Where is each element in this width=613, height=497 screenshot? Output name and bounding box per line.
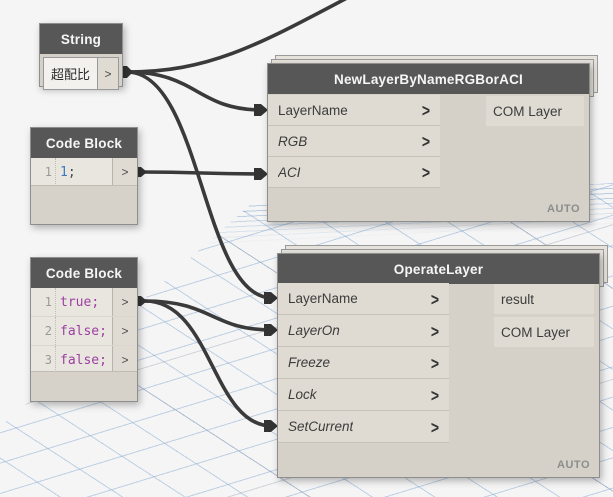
wire-string-to-newlayer-layername[interactable] — [125, 70, 264, 112]
port-nub[interactable] — [264, 420, 278, 432]
code-line[interactable]: 3 false; > — [31, 346, 137, 375]
wire-codeblock2-to-setcurrent[interactable] — [143, 299, 274, 428]
node-title[interactable]: String — [40, 24, 122, 54]
output-port[interactable]: > — [98, 57, 119, 90]
input-port-freeze[interactable]: Freeze > — [278, 347, 449, 379]
node-title[interactable]: NewLayerByNameRGBorACI — [268, 64, 589, 94]
wire-codeblock1-to-aci[interactable] — [139, 170, 264, 176]
output-port-result[interactable]: result — [494, 284, 594, 314]
line-number: 3 — [31, 346, 56, 374]
output-port-com-layer[interactable]: COM Layer — [486, 96, 584, 126]
port-label: result — [501, 291, 535, 307]
input-port-layername[interactable]: LayerName > — [268, 95, 440, 126]
port-label: LayerName — [288, 291, 358, 306]
node-title[interactable]: Code Block — [31, 128, 137, 158]
port-chevron-icon: > — [430, 288, 439, 309]
port-nub[interactable] — [254, 168, 268, 180]
port-label: LayerOn — [288, 323, 340, 338]
code-text[interactable]: true; — [60, 294, 100, 310]
port-chevron-icon: > — [421, 162, 430, 182]
lacing-indicator: AUTO — [557, 459, 590, 471]
wire-string-to-operatelayer-layername[interactable] — [125, 70, 274, 300]
input-port-rgb[interactable]: RGB > — [268, 126, 440, 157]
output-port-com-layer[interactable]: COM Layer — [494, 317, 594, 347]
port-label: Freeze — [288, 355, 331, 370]
port-chevron-icon: > — [430, 384, 439, 405]
code-text[interactable]: false; — [60, 323, 107, 339]
node-code-block-1[interactable]: Code Block 1 1; > — [30, 127, 138, 225]
output-port[interactable]: > — [112, 346, 137, 374]
code-text[interactable]: 1; — [60, 164, 76, 180]
port-label: ACI — [278, 164, 301, 180]
node-string[interactable]: String 超配比 > — [39, 23, 123, 90]
code-line[interactable]: 2 false; > — [31, 317, 137, 346]
line-number: 2 — [31, 317, 56, 345]
port-nub[interactable] — [135, 296, 147, 306]
output-port[interactable]: > — [112, 317, 137, 345]
port-label: COM Layer — [501, 324, 571, 340]
node-title[interactable]: Code Block — [31, 258, 137, 288]
node-title[interactable]: OperateLayer — [278, 254, 599, 284]
output-port[interactable]: > — [112, 158, 137, 186]
code-block-footer — [31, 371, 137, 401]
port-chevron-icon: > — [430, 352, 439, 373]
input-port-layername[interactable]: LayerName > — [278, 283, 449, 315]
port-label: LayerName — [278, 102, 348, 118]
port-chevron-icon: > — [421, 131, 430, 151]
input-port-aci[interactable]: ACI > — [268, 157, 440, 188]
input-port-lock[interactable]: Lock > — [278, 379, 449, 411]
line-number: 1 — [31, 288, 56, 316]
port-nub[interactable] — [264, 292, 278, 304]
wire-to-offscreen[interactable] — [125, 0, 430, 74]
port-nub[interactable] — [264, 324, 278, 336]
node-operatelayer[interactable]: OperateLayer LayerName > LayerOn > Freez… — [277, 245, 608, 478]
input-port-layeron[interactable]: LayerOn > — [278, 315, 449, 347]
port-chevron-icon: > — [421, 100, 430, 120]
port-nub[interactable] — [135, 167, 147, 177]
node-newlayerbynamergboraci[interactable]: NewLayerByNameRGBorACI LayerName > RGB >… — [267, 55, 598, 222]
lacing-indicator: AUTO — [547, 203, 580, 215]
port-nub[interactable] — [254, 104, 268, 116]
port-label: Lock — [288, 387, 317, 402]
port-label: COM Layer — [493, 103, 563, 119]
code-text[interactable]: false; — [60, 352, 107, 368]
port-label: RGB — [278, 133, 308, 149]
output-port[interactable]: > — [112, 288, 137, 316]
code-line[interactable]: 1 true; > — [31, 288, 137, 317]
code-line[interactable]: 1 1; > — [31, 158, 137, 187]
port-chevron-icon: > — [430, 416, 439, 437]
input-port-setcurrent[interactable]: SetCurrent > — [278, 411, 449, 443]
node-code-block-2[interactable]: Code Block 1 true; > 2 false; > 3 false;… — [30, 257, 138, 402]
code-block-footer — [31, 185, 137, 224]
port-chevron-icon: > — [430, 320, 439, 341]
wire-codeblock2-to-layeron[interactable] — [143, 299, 274, 332]
line-number: 1 — [31, 158, 56, 186]
port-label: SetCurrent — [288, 419, 354, 434]
string-value-input[interactable]: 超配比 — [43, 57, 98, 90]
